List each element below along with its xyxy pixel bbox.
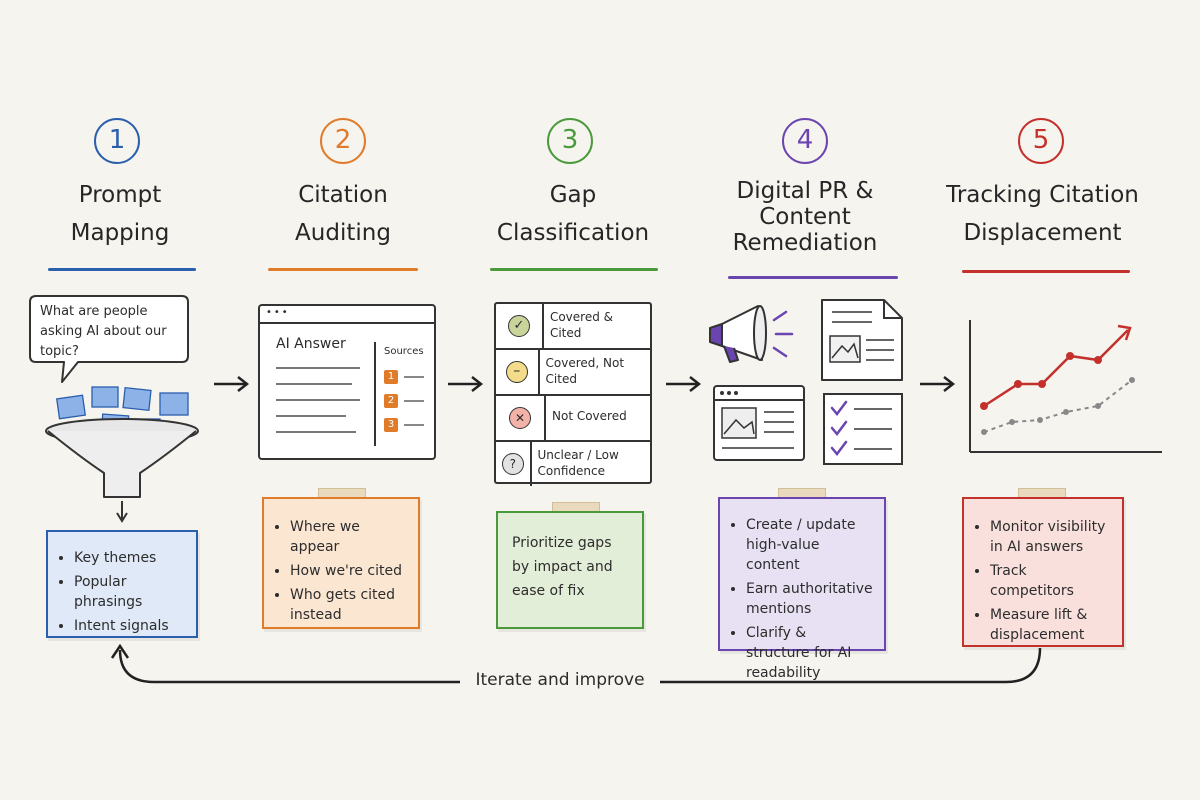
panel-titlebar: •••: [260, 306, 434, 324]
step-title-3-line-2: Classification: [496, 220, 650, 246]
step-title-4-line-1: Digital PR &: [736, 178, 874, 204]
source-number-3: 3: [384, 418, 398, 432]
note-5-bullet-2: Track competitors: [990, 561, 1112, 601]
class-label-1: Covered & Cited: [549, 310, 613, 340]
step-number-1: 1: [94, 118, 140, 164]
note-2-bullet-3: Who gets cited instead: [290, 585, 408, 625]
step-title-5-line-1: Tracking Citation: [946, 182, 1139, 208]
step-number-5: 5: [1018, 118, 1064, 164]
speech-bubble-text: What are people asking AI about our topi…: [40, 304, 167, 359]
step-underline-3: [490, 268, 658, 271]
note-5-bullet-1: Monitor visibility in AI answers: [990, 517, 1112, 557]
class-row: ? Unclear / Low Confidence: [496, 442, 650, 486]
arrow-4-to-5: [920, 376, 956, 392]
step-underline-2: [268, 268, 418, 271]
note-5: Monitor visibility in AI answers Track c…: [962, 497, 1124, 647]
megaphone-icon: [709, 305, 794, 363]
source-item: 1: [384, 370, 424, 384]
arrow-1-to-2: [214, 376, 250, 392]
step-title-5-line-2: Displacement: [963, 220, 1122, 246]
class-label-2: Covered, Not Cited: [545, 356, 625, 386]
check-icon: ✓: [507, 315, 530, 337]
step-title-3: Gap Classification: [488, 180, 658, 248]
step-title-1-line-1: Prompt: [78, 182, 162, 208]
note-2: Where we appear How we're cited Who gets…: [262, 497, 420, 629]
source-item: 2: [384, 394, 424, 408]
note-4-bullet-1: Create / update high-value content: [746, 515, 874, 575]
checklist-icon: [823, 393, 903, 465]
note-2-bullet-1: Where we appear: [290, 517, 408, 557]
source-list: 1 2 3: [384, 370, 424, 432]
source-item: 3: [384, 418, 424, 432]
panel-answer-title: AI Answer: [276, 336, 346, 352]
note-1-bullet-3: Intent signals: [74, 616, 186, 636]
note-3-text: Prioritize gaps by impact and ease of fi…: [512, 535, 613, 599]
step-title-5: Tracking Citation Displacement: [940, 180, 1145, 248]
source-number-2: 2: [384, 394, 398, 408]
note-3: Prioritize gaps by impact and ease of fi…: [496, 511, 644, 629]
class-row: ✓ Covered & Cited: [496, 304, 650, 350]
document-icon: [821, 299, 903, 381]
step-number-4: 4: [782, 118, 828, 164]
note-5-bullet-3: Measure lift & displacement: [990, 605, 1112, 645]
step-title-1: Prompt Mapping: [40, 180, 200, 248]
panel-divider: [374, 342, 376, 446]
gap-classification-table: ✓ Covered & Cited – Covered, Not Cited ✕…: [494, 302, 652, 486]
step-number-3: 3: [547, 118, 593, 164]
step-underline-4: [728, 276, 898, 279]
step-title-4-line-3: Remediation: [732, 230, 878, 256]
note-4: Create / update high-value content Earn …: [718, 497, 886, 681]
step-title-4: Digital PR & Content Remediation: [710, 178, 900, 256]
question-icon: ?: [501, 453, 524, 475]
class-row: – Covered, Not Cited: [496, 350, 650, 396]
note-1-bullet-1: Key themes: [74, 548, 186, 568]
window-dots: •••: [266, 307, 290, 318]
note-2-bullet-2: How we're cited: [290, 561, 408, 581]
funnel-icon: [45, 386, 199, 523]
note-1-bullet-2: Popular phrasings: [74, 572, 186, 612]
step-number-2: 2: [320, 118, 366, 164]
trend-chart-icon: [969, 320, 1162, 453]
step-title-3-line-1: Gap: [549, 182, 597, 208]
step-title-2-line-2: Auditing: [295, 220, 391, 246]
speech-bubble: [29, 295, 189, 383]
x-icon: ✕: [509, 407, 531, 429]
step-underline-5: [962, 270, 1130, 273]
class-label-3: Not Covered: [552, 409, 627, 423]
feedback-loop-arrow: [110, 643, 1042, 684]
note-4-bullet-2: Earn authoritative mentions: [746, 579, 874, 619]
note-4-bullet-3: Clarify & structure for AI readability: [746, 623, 874, 683]
source-number-1: 1: [384, 370, 398, 384]
loop-label: Iterate and improve: [475, 670, 645, 690]
step-title-1-line-2: Mapping: [70, 220, 170, 246]
step-title-2-line-1: Citation: [298, 182, 388, 208]
minus-icon: –: [505, 361, 528, 383]
arrow-3-to-4: [666, 376, 702, 392]
sources-label: Sources: [384, 346, 424, 357]
arrow-2-to-3: [448, 376, 484, 392]
class-label-4: Unclear / Low Confidence: [537, 448, 619, 478]
answer-text-lines: [276, 367, 360, 433]
note-1: Key themes Popular phrasings Intent sign…: [46, 530, 198, 638]
ai-answer-panel: ••• AI Answer Sources 1 2 3: [258, 304, 436, 460]
class-row: ✕ Not Covered: [496, 396, 650, 442]
step-title-2: Citation Auditing: [263, 180, 423, 248]
step-underline-1: [48, 268, 196, 271]
step-title-4-line-2: Content: [759, 204, 851, 230]
web-page-icon: [713, 385, 805, 461]
